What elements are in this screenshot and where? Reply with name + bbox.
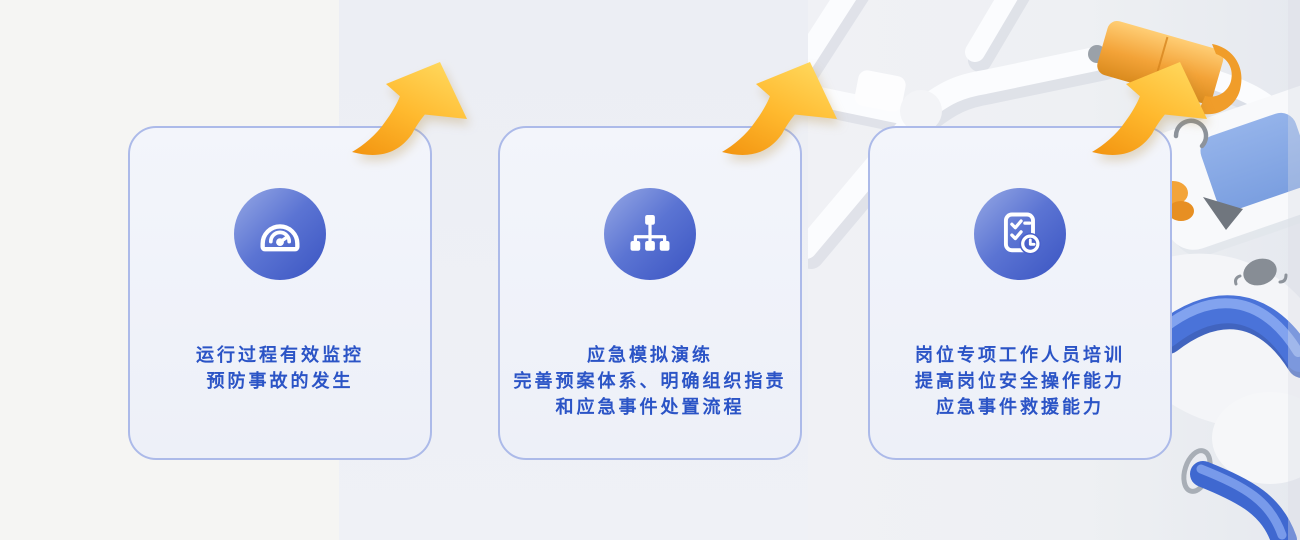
- card-text: 岗位专项工作人员培训 提高岗位安全操作能力 应急事件救援能力: [915, 342, 1125, 420]
- card-text-line: 运行过程有效监控: [196, 345, 364, 365]
- orange-flap: [1198, 44, 1242, 115]
- org-chart-icon-glyph: [630, 215, 670, 251]
- gauge-icon-glyph: [260, 224, 300, 252]
- gray-valve-disc: [1243, 258, 1277, 286]
- card-text-line: 提高岗位安全操作能力: [915, 371, 1125, 391]
- card-text-line: 岗位专项工作人员培训: [915, 345, 1125, 365]
- gauge-icon: [234, 188, 326, 280]
- card-text-line: 完善预案体系、明确组织指责: [513, 371, 787, 391]
- orange-fitting: [1168, 201, 1194, 221]
- gray-funnel: [1203, 197, 1243, 230]
- card-text: 应急模拟演练 完善预案体系、明确组织指责 和应急事件处置流程: [514, 342, 787, 420]
- up-arrow-icon: [350, 56, 472, 160]
- white-pipes: [808, 0, 1298, 259]
- card-text-line: 应急事件救援能力: [936, 397, 1104, 417]
- checklist-clock-icon-glyph: [1003, 212, 1042, 255]
- blue-pipe-mid: [1152, 295, 1300, 378]
- valve-hooks: [1234, 273, 1288, 286]
- pipe-collar: [854, 70, 906, 112]
- white-blob: [1212, 392, 1300, 484]
- org-chart-icon: [604, 188, 696, 280]
- card-text: 运行过程有效监控 预防事故的发生: [196, 342, 364, 394]
- blue-panel: [1200, 112, 1300, 211]
- blue-pipe-bottom: [1190, 461, 1297, 540]
- up-arrow-icon: [1090, 56, 1212, 160]
- pipe-elbow: [900, 90, 942, 132]
- checklist-clock-icon: [974, 188, 1066, 280]
- card-text-line: 应急模拟演练: [587, 345, 713, 365]
- metal-hook: [1173, 118, 1209, 149]
- card-staff-training: 岗位专项工作人员培训 提高岗位安全操作能力 应急事件救援能力: [868, 126, 1172, 460]
- card-text-line: 预防事故的发生: [206, 371, 354, 391]
- edge-shading: [1288, 0, 1300, 540]
- up-arrow-icon: [720, 56, 842, 160]
- card-text-line: 和应急事件处置流程: [555, 397, 745, 417]
- card-process-monitoring: 运行过程有效监控 预防事故的发生: [128, 126, 432, 460]
- card-emergency-drill: 应急模拟演练 完善预案体系、明确组织指责 和应急事件处置流程: [498, 126, 802, 460]
